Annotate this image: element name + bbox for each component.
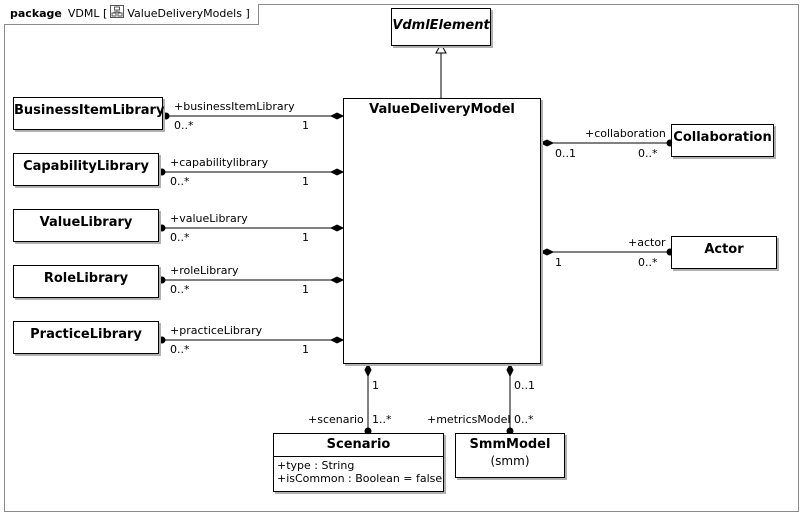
multiplicity-label: 0..* [638, 147, 658, 160]
class-name: ValueDeliveryModel [369, 102, 515, 117]
role-label: +scenario [308, 413, 364, 426]
association-end-dot [158, 168, 166, 176]
attribute-compartment: +type : String +isCommon : Boolean = fal… [274, 457, 443, 485]
class-name: Collaboration [673, 130, 772, 145]
attribute-type: +type : String [277, 459, 355, 472]
class-collaboration[interactable]: Collaboration [671, 124, 774, 157]
composition-diamond [539, 248, 555, 256]
multiplicity-label: 1 [302, 119, 309, 132]
role-label: +practiceLibrary [170, 324, 263, 337]
class-vdml-element[interactable]: VdmlElement [391, 8, 491, 46]
class-scenario[interactable]: Scenario +type : String +isCommon : Bool… [273, 433, 444, 492]
class-name: PracticeLibrary [30, 327, 142, 342]
generalization-arrowhead [435, 42, 447, 54]
composition-diamond [329, 112, 345, 120]
class-name: ValueLibrary [39, 215, 133, 230]
role-label: +valueLibrary [170, 212, 248, 225]
class-name: RoleLibrary [43, 271, 129, 286]
role-label: +capabilitylibrary [170, 156, 269, 169]
multiplicity-label: 0..1 [514, 379, 535, 392]
class-value-delivery-model[interactable]: ValueDeliveryModel [343, 98, 541, 364]
class-business-item-library[interactable]: BusinessItemLibrary [13, 97, 165, 130]
role-label: +actor [628, 236, 666, 249]
class-value-library[interactable]: ValueLibrary [13, 209, 159, 242]
multiplicity-label: 1 [302, 175, 309, 188]
association-end-dot [158, 224, 166, 232]
role-label: +collaboration [585, 127, 666, 140]
class-role-library[interactable]: RoleLibrary [13, 265, 159, 298]
class-package-qualifier: (smm) [490, 454, 530, 468]
package-keyword: package [10, 7, 62, 20]
class-actor[interactable]: Actor [671, 236, 777, 269]
multiplicity-label: 1 [302, 231, 309, 244]
multiplicity-label: 0..* [514, 413, 534, 426]
role-label: +businessItemLibrary [174, 100, 295, 113]
association-end-dot [162, 112, 170, 120]
multiplicity-label: 0..1 [555, 147, 576, 160]
bracket-open: [ [103, 7, 108, 20]
composition-diamond [539, 139, 555, 147]
class-practice-library[interactable]: PracticeLibrary [13, 321, 159, 354]
association-end-dot [158, 336, 166, 344]
composition-diamond [329, 336, 345, 344]
multiplicity-label: 0..* [638, 256, 658, 269]
diagram-name: ValueDeliveryModels [127, 7, 242, 20]
package-frame [4, 4, 799, 512]
package-name: VDML [67, 7, 100, 20]
attribute-is-common: +isCommon : Boolean = false [277, 472, 443, 485]
multiplicity-label: 1 [302, 343, 309, 356]
multiplicity-label: 0..* [174, 119, 194, 132]
composition-diamond [364, 362, 372, 378]
class-capability-library[interactable]: CapabilityLibrary [13, 153, 159, 186]
role-label: +metricsModel [427, 413, 511, 426]
multiplicity-label: 0..* [170, 343, 190, 356]
composition-diamond [329, 168, 345, 176]
multiplicity-label: 0..* [170, 283, 190, 296]
class-name: Scenario [274, 434, 443, 457]
multiplicity-label: 1 [372, 379, 379, 392]
class-name: Actor [704, 242, 744, 257]
composition-diamond [506, 362, 514, 378]
association-end-dot [158, 276, 166, 284]
class-smm-model[interactable]: SmmModel (smm) [455, 433, 565, 478]
multiplicity-label: 0..* [170, 231, 190, 244]
multiplicity-label: 0..* [170, 175, 190, 188]
class-name: BusinessItemLibrary [14, 103, 165, 118]
multiplicity-label: 1 [555, 256, 562, 269]
class-name: SmmModel [469, 437, 551, 452]
class-name: VdmlElement [392, 18, 490, 33]
composition-diamond [329, 276, 345, 284]
composition-diamond [329, 224, 345, 232]
multiplicity-label: 1 [302, 283, 309, 296]
class-name: CapabilityLibrary [23, 159, 149, 174]
bracket-close: ] [245, 7, 250, 20]
role-label: +roleLibrary [170, 264, 239, 277]
package-tab: package VDML [ ValueDeliveryModels ] [4, 4, 259, 25]
multiplicity-label: 1..* [372, 413, 392, 426]
class-diagram-icon [110, 4, 125, 24]
